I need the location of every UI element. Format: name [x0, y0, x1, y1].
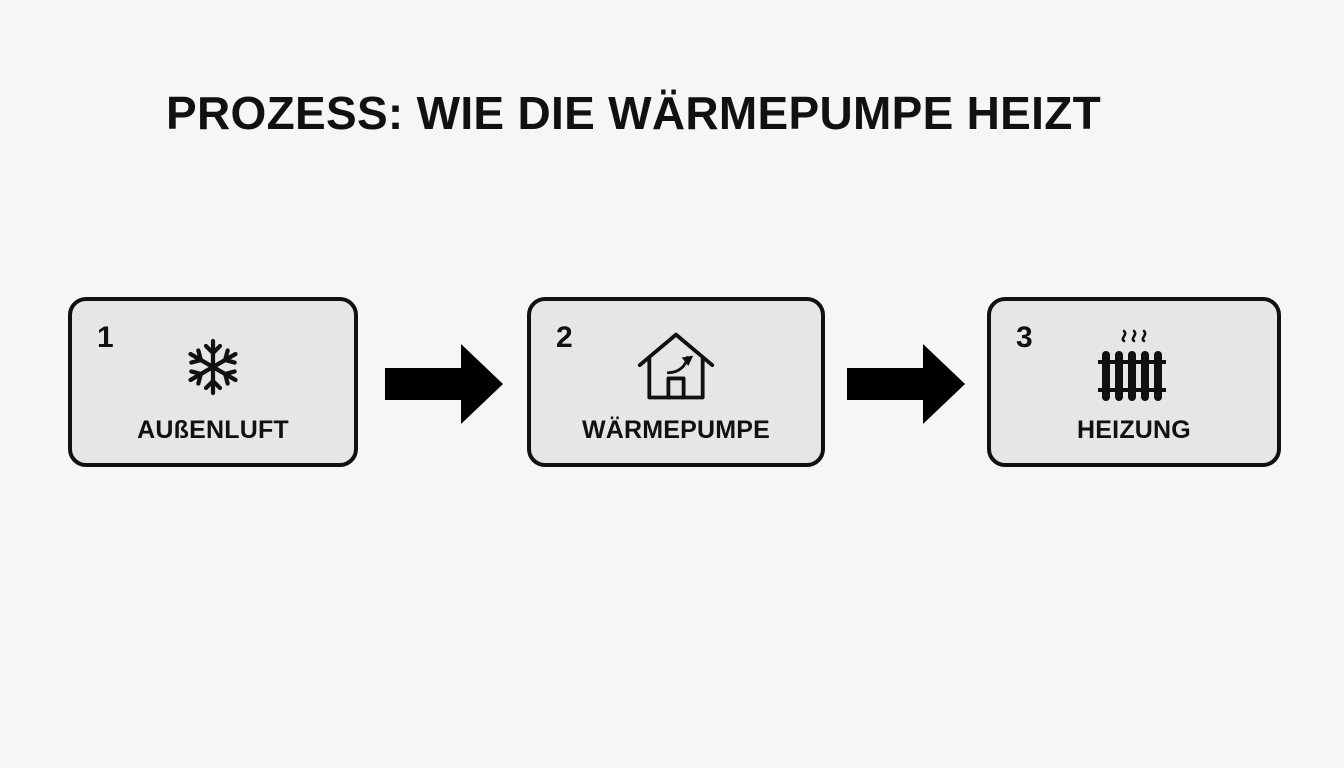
arrow-right-icon — [847, 344, 965, 424]
step-number: 2 — [556, 321, 573, 354]
step-box-heat-pump: 2 WÄRMEPUMPE — [527, 297, 825, 467]
step-box-heating: 3 HEIZUNG — [987, 297, 1281, 467]
radiator-icon — [1094, 327, 1174, 407]
step-label: WÄRMEPUMPE — [581, 416, 771, 444]
diagram-title: PROZESS: WIE DIE WÄRMEPUMPE HEIZT — [166, 87, 1102, 139]
step-box-outside-air: 1 AUßENL — [68, 297, 358, 467]
snowflake-icon — [173, 327, 253, 407]
step-number: 3 — [1016, 321, 1033, 354]
step-label: AUßENLUFT — [137, 416, 289, 444]
house-heat-pump-icon — [636, 327, 716, 407]
step-label: HEIZUNG — [1077, 416, 1191, 444]
arrow-right-icon — [385, 344, 503, 424]
step-number: 1 — [97, 321, 114, 354]
